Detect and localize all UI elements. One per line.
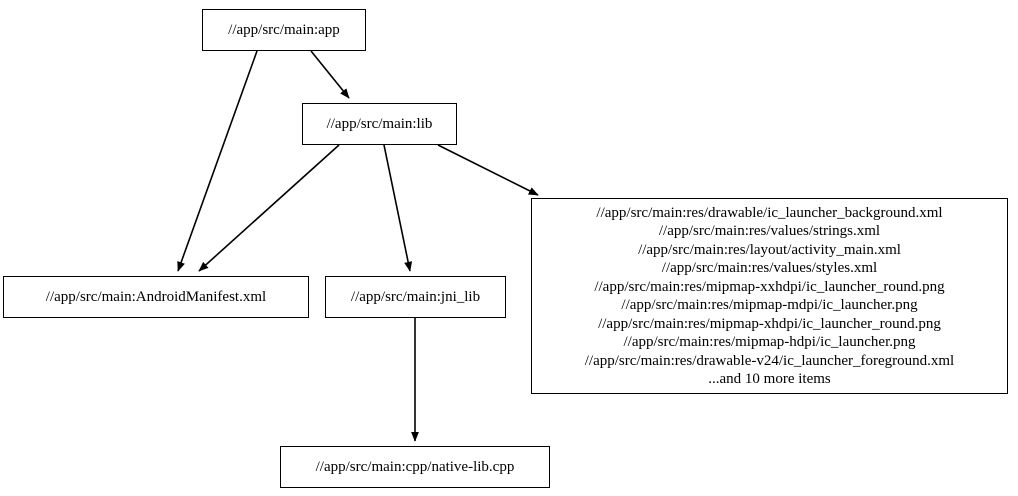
graph-node-app-label: //app/src/main:app [228, 21, 340, 38]
edge-lib-to-resources [437, 144, 539, 196]
graph-node-app[interactable]: //app/src/main:app [202, 9, 366, 51]
graph-node-android-manifest-label: //app/src/main:AndroidManifest.xml [45, 288, 267, 305]
graph-node-lib-label: //app/src/main:lib [326, 115, 433, 132]
graph-node-native-lib-label: //app/src/main:cpp/native-lib.cpp [315, 458, 515, 475]
edge-app-to-manifest [177, 50, 258, 272]
edge-lib-to-jni-lib [383, 144, 413, 272]
graph-node-jni-lib-label: //app/src/main:jni_lib [350, 288, 481, 305]
edge-app-to-lib [310, 50, 350, 99]
graph-node-lib[interactable]: //app/src/main:lib [302, 103, 457, 145]
graph-node-jni-lib[interactable]: //app/src/main:jni_lib [325, 276, 506, 318]
graph-node-android-manifest[interactable]: //app/src/main:AndroidManifest.xml [3, 276, 309, 318]
graph-node-resources[interactable]: //app/src/main:res/drawable/ic_launcher_… [531, 198, 1008, 394]
graph-node-native-lib[interactable]: //app/src/main:cpp/native-lib.cpp [280, 446, 550, 488]
graph-node-resources-label: //app/src/main:res/drawable/ic_launcher_… [584, 204, 955, 388]
edge-lib-to-manifest [198, 144, 340, 272]
